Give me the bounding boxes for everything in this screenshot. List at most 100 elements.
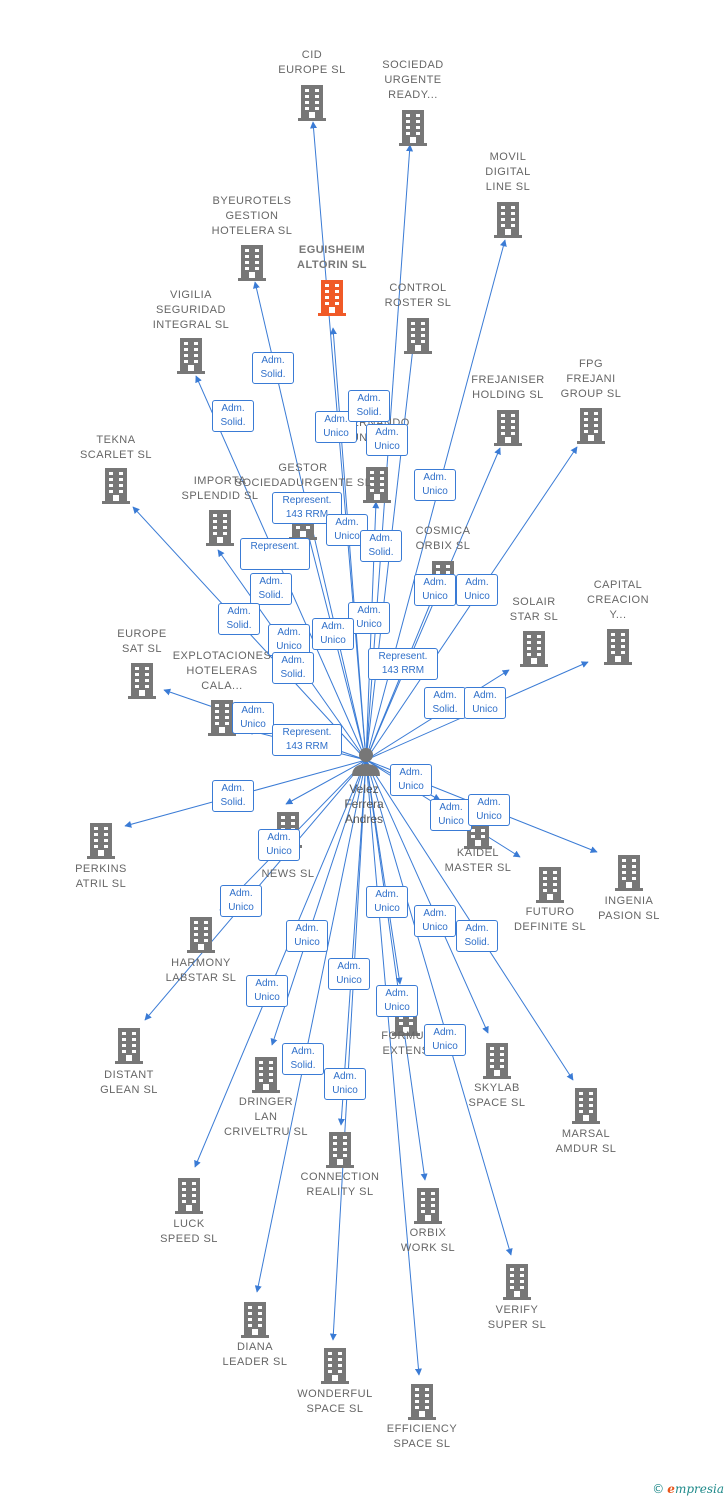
building-icon-frejaniser[interactable] [494,410,522,446]
building-icon-verify[interactable] [503,1264,531,1300]
role-badge: Adm. Solid. [212,400,254,432]
company-label-luck[interactable]: LUCK SPEED SL [160,1218,218,1245]
brand-logo-text: mpresia [674,1482,724,1496]
role-badge: Adm. Unico [366,424,408,456]
company-label-harmony[interactable]: HARMONY LABSTAR SL [165,957,237,984]
building-icon-importa[interactable] [206,510,234,546]
building-icon-efficiency[interactable] [408,1384,436,1420]
edge-orbix [365,759,428,1181]
role-badge: Adm. Unico [414,574,456,606]
role-badge: Adm. Solid. [360,530,402,562]
building-icon-perkins[interactable] [87,823,115,859]
role-badge: Represent. 143 RRM [272,724,342,756]
role-badge: Adm. Unico [376,985,418,1017]
building-icon-ingenia[interactable] [615,855,643,891]
building-icon-luck[interactable] [175,1178,203,1214]
company-label-gestor[interactable]: GESTOR SOCIEDADURGENTE SL [234,462,372,489]
role-badge: Adm. Unico [414,469,456,501]
building-icon-movil-digital[interactable] [494,202,522,238]
company-label-kaidel[interactable]: KAIDEL MASTER SL [444,847,512,874]
building-icon-dringer[interactable] [252,1057,280,1093]
role-badge: Adm. Solid. [424,687,466,719]
brand-logo-e: e [667,1482,675,1496]
role-badge: Represent. 143 RRM [368,648,438,680]
person-name: Velez Ferrera Andres [344,782,384,826]
company-label-solair[interactable]: SOLAIR STAR SL [509,596,559,623]
building-icon-harmony[interactable] [187,917,215,953]
building-icon-diana[interactable] [241,1302,269,1338]
company-label-verify[interactable]: VERIFY SUPER SL [487,1304,547,1331]
edge-wonderful [329,759,367,1341]
company-label-skylab[interactable]: SKYLAB SPACE SL [468,1082,526,1109]
building-icon-orbix[interactable] [414,1188,442,1224]
building-icon-fpg[interactable] [577,408,605,444]
company-label-efficiency[interactable]: EFFICIENCY SPACE SL [386,1423,458,1450]
company-label-frejaniser[interactable]: FREJANISER HOLDING SL [471,374,545,401]
company-label-explotaciones[interactable]: EXPLOTACIONES HOTELERAS CALA... [172,650,272,692]
company-label-orbix[interactable]: ORBIX WORK SL [400,1227,456,1254]
company-label-sociedad-urgente[interactable]: SOCIEDAD URGENTE READY... [382,59,444,101]
role-badge: Adm. Unico [324,1068,366,1100]
company-label-europe-sat[interactable]: EUROPE SAT SL [117,628,167,655]
building-icon-tekna[interactable] [102,468,130,504]
role-badge: Represent. [240,538,310,570]
edge-skylab [365,759,489,1034]
building-icon-cid[interactable] [298,85,326,121]
building-icon-solair[interactable] [520,631,548,667]
company-label-ingenia[interactable]: INGENIA PASION SL [598,895,660,922]
company-label-dringer[interactable]: DRINGER LAN CRIVELTRU SL [223,1096,309,1138]
company-label-diana[interactable]: DIANA LEADER SL [222,1341,288,1368]
building-icon-distant[interactable] [115,1028,143,1064]
role-badge: Adm. Unico [232,702,274,734]
role-badge: Adm. Unico [424,1024,466,1056]
company-label-vigilia[interactable]: VIGILIA SEGURIDAD INTEGRAL SL [152,289,230,331]
role-badge: Adm. Unico [246,975,288,1007]
company-label-cid[interactable]: CID EUROPE SL [278,49,346,76]
building-icon-capital[interactable] [604,629,632,665]
edge-diana [254,759,367,1293]
company-label-cosmica[interactable]: COSMICA ORBIX SL [415,525,471,552]
role-badge: Adm. Unico [312,618,354,650]
company-label-futuro[interactable]: FUTURO DEFINITE SL [513,906,587,933]
role-badge: Adm. Unico [315,411,357,443]
company-label-tekna[interactable]: TEKNA SCARLET SL [79,434,153,461]
person-node[interactable] [352,748,380,776]
edge-luck [194,759,367,1168]
building-icon-skylab[interactable] [483,1043,511,1079]
building-icon-sociedad-urgente[interactable] [399,110,427,146]
company-label-wonderful[interactable]: WONDERFUL SPACE SL [297,1388,373,1415]
company-label-connection[interactable]: CONNECTION REALITY SL [300,1171,380,1198]
company-label-control-roster[interactable]: CONTROL ROSTER SL [384,282,452,309]
company-label-perkins[interactable]: PERKINS ATRIL SL [75,863,127,890]
edge-news [285,759,367,805]
company-label-capital[interactable]: CAPITAL CREACION Y... [586,579,650,621]
role-badge: Adm. Solid. [456,920,498,952]
role-badge: Adm. Unico [390,764,432,796]
role-badge: Adm. Unico [328,958,370,990]
role-badge: Adm. Solid. [212,780,254,812]
building-icon-marsal[interactable] [572,1088,600,1124]
company-label-news[interactable]: NEWS SL [261,868,315,880]
role-badge: Adm. Unico [414,905,456,937]
company-label-movil-digital[interactable]: MOVIL DIGITAL LINE SL [485,151,531,193]
company-label-marsal[interactable]: MARSAL AMDUR SL [555,1128,617,1155]
copyright-symbol: © [652,1482,665,1496]
role-badge: Adm. Unico [430,799,472,831]
role-badge: Adm. Unico [366,886,408,918]
company-label-byeurotels[interactable]: BYEUROTELS GESTION HOTELERA SL [211,195,293,237]
building-icon-control-roster[interactable] [404,318,432,354]
company-label-formul[interactable]: FORMUL EXTENS [381,1030,431,1057]
building-icon-vigilia[interactable] [177,338,205,374]
role-badge: Adm. Unico [258,829,300,861]
role-badge: Adm. Unico [220,885,262,917]
role-badge: Adm. Unico [456,574,498,606]
role-badge: Adm. Solid. [348,390,390,422]
company-label-distant[interactable]: DISTANT GLEAN SL [100,1069,158,1096]
company-label-eguisheim[interactable]: EGUISHEIM ALTORIN SL [297,244,367,271]
company-label-importa[interactable]: IMPORTA SPLENDID SL [181,475,259,502]
company-label-fpg[interactable]: FPG FREJANI GROUP SL [560,358,622,400]
edge-efficiency [365,759,422,1376]
role-badge: Adm. Unico [268,624,310,656]
building-icon-eguisheim[interactable] [318,280,346,316]
